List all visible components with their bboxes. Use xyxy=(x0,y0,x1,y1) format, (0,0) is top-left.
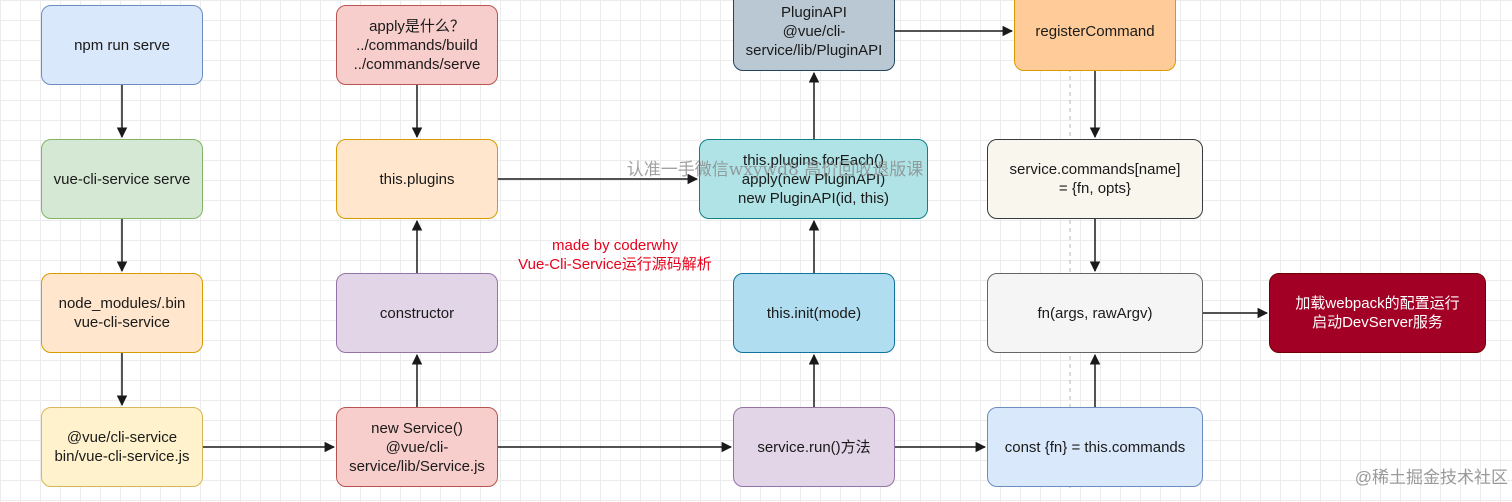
fn-args-node: fn(args, rawArgv) xyxy=(987,273,1203,353)
plugins-foreach-node: this.plugins.forEach() apply(new PluginA… xyxy=(699,139,928,219)
this-plugins-node: this.plugins xyxy=(336,139,498,219)
this-init-node: this.init(mode) xyxy=(733,273,895,353)
node-modules-bin-node: node_modules/.bin vue-cli-service xyxy=(41,273,203,353)
author-note: made by coderwhy Vue-Cli-Service运行源码解析 xyxy=(490,236,740,274)
load-webpack-node: 加载webpack的配置运行 启动DevServer服务 xyxy=(1269,273,1486,353)
register-command-node: registerCommand xyxy=(1014,0,1176,71)
author-note-line-2: Vue-Cli-Service运行源码解析 xyxy=(518,256,712,273)
vue-cli-service-bin-node: @vue/cli-service bin/vue-cli-service.js xyxy=(41,407,203,487)
plugin-api-node: PluginAPI @vue/cli- service/lib/PluginAP… xyxy=(733,0,895,71)
author-note-line-1: made by coderwhy xyxy=(552,237,678,254)
const-fn-node: const {fn} = this.commands xyxy=(987,407,1203,487)
vue-cli-service-serve-node: vue-cli-service serve xyxy=(41,139,203,219)
new-service-node: new Service() @vue/cli- service/lib/Serv… xyxy=(336,407,498,487)
constructor-node: constructor xyxy=(336,273,498,353)
npm-run-serve-node: npm run serve xyxy=(41,5,203,85)
apply-question-node: apply是什么？ ../commands/build ../commands/… xyxy=(336,5,498,85)
service-commands-node: service.commands[name] = {fn, opts} xyxy=(987,139,1203,219)
site-watermark: @稀土掘金技术社区 xyxy=(1354,468,1508,487)
service-run-node: service.run()方法 xyxy=(733,407,895,487)
